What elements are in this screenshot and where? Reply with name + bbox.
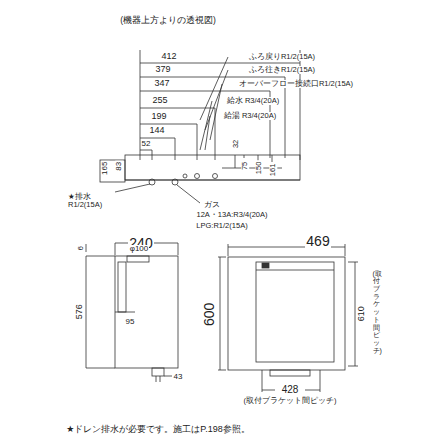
dimension-label: 379 xyxy=(154,65,171,74)
dimension-label: オーバーフロー接続口R1/2(15A) xyxy=(238,80,354,88)
dimension-label: 600 xyxy=(203,301,218,326)
dimension-label: 150 xyxy=(255,161,263,176)
dimension-label: 43 xyxy=(173,373,184,381)
dimension-label: 412 xyxy=(160,52,177,61)
dimension-label: 32 xyxy=(232,139,240,149)
dimension-label: 576 xyxy=(75,303,84,320)
dimension-label: 給水 R3/4(20A) xyxy=(226,97,280,105)
view-title: (機器上方よりの透視図) xyxy=(119,16,217,25)
dimension-label: (取付ブラケット間ピッチ) xyxy=(243,397,338,405)
dimension-label: (取付ブラケット間ピッチ) xyxy=(372,270,381,355)
dimension-label: ★排水 R1/2(15A) xyxy=(67,193,117,209)
footnote: ★ドレン排水が必要です。施工はP.198参照。 xyxy=(65,425,250,434)
dimension-label: ふろ往きR1/2(15A) xyxy=(248,66,316,74)
dimension-label: 12A・13A:R3/4(20A) xyxy=(196,211,269,219)
dimension-label: ふろ戻りR1/2(15A) xyxy=(248,53,316,61)
dimension-label: 428 xyxy=(281,385,300,396)
dimension-label: 75 xyxy=(241,161,249,171)
dimension-label: LPG:R1/2(15A) xyxy=(195,222,248,230)
dimension-label: 347 xyxy=(153,79,170,88)
dimension-label: ガス xyxy=(203,201,221,209)
dimension-label: 469 xyxy=(305,234,330,249)
dimension-label: 165 xyxy=(102,160,110,175)
dimension-label: 610 xyxy=(357,305,366,322)
dimension-label: φ100 xyxy=(129,245,150,253)
dimension-label: 給湯 R3/4(20A) xyxy=(223,112,277,120)
dimension-label: 161 xyxy=(269,163,277,178)
dimension-label: 199 xyxy=(150,112,167,121)
dimension-label: 255 xyxy=(151,96,168,105)
dimension-label: 144 xyxy=(148,126,165,135)
dimension-label: 6 xyxy=(77,245,85,251)
dimension-label: 83 xyxy=(115,161,123,172)
dimension-label: 52 xyxy=(141,140,152,148)
dimension-label: 95 xyxy=(125,318,136,326)
